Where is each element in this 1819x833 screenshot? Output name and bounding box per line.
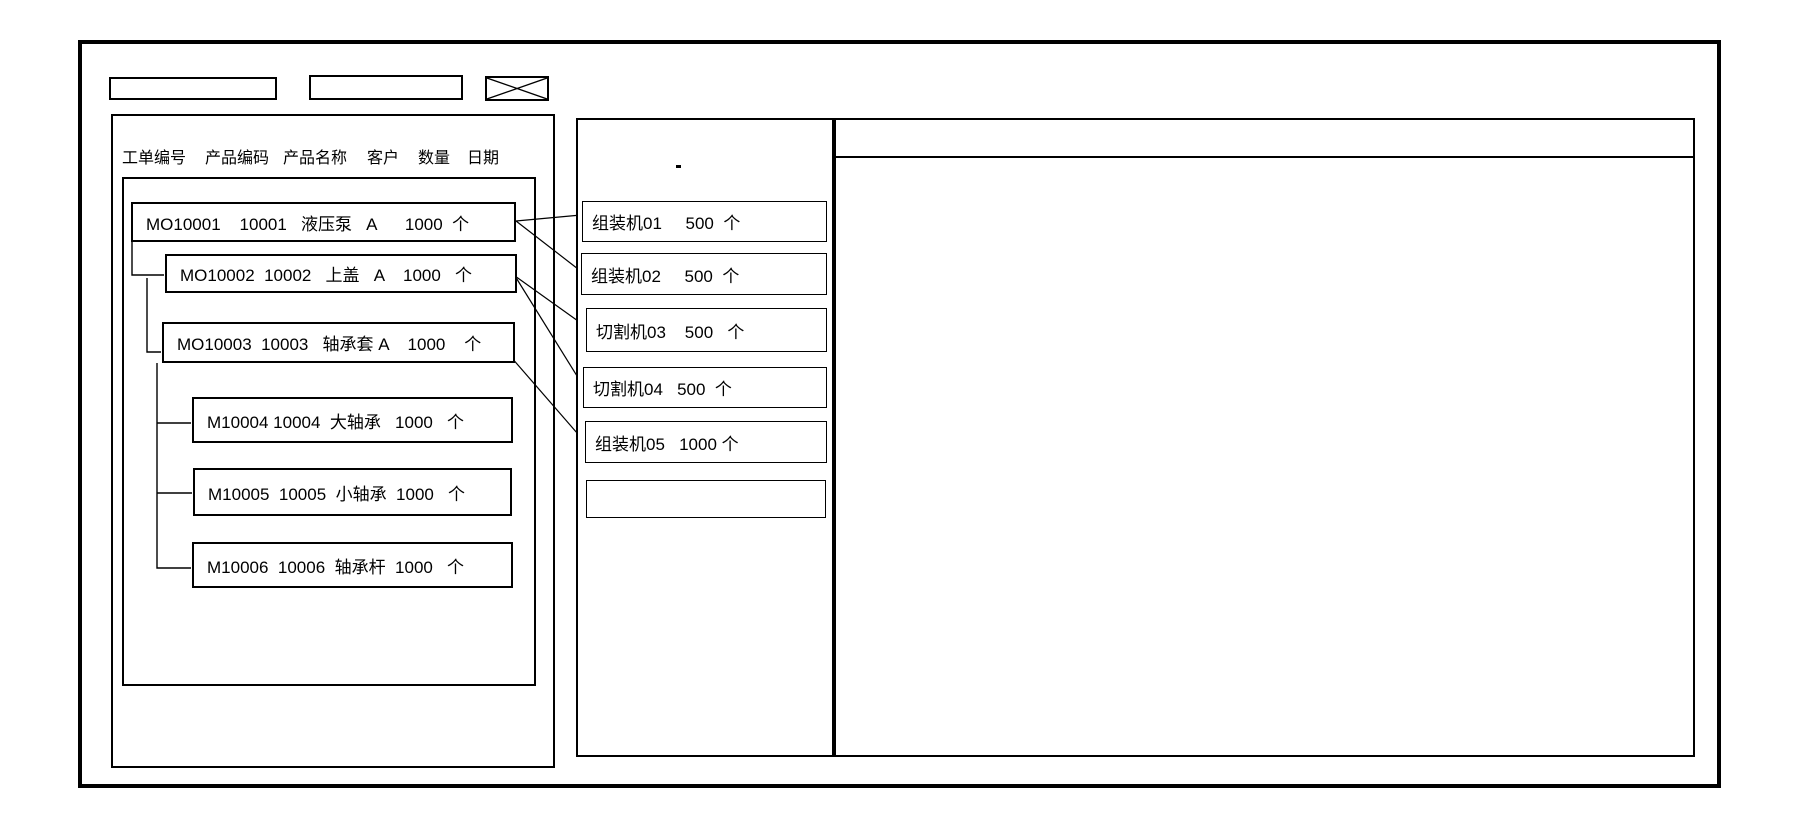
machine-row-zuzhuangji02[interactable]: 组装机02 500 个 <box>581 253 827 295</box>
column-header-date: 日期 <box>467 150 500 167</box>
work-order-label: MO10003 10003 轴承套 A 1000 个 <box>177 335 482 354</box>
image-placeholder-x-icon[interactable] <box>485 76 549 101</box>
machine-label: 切割机04 500 个 <box>593 380 732 399</box>
work-order-label: MO10001 10001 液压泵 A 1000 个 <box>146 214 470 234</box>
work-order-node-m10006[interactable]: M10006 10006 轴承杆 1000 个 <box>192 542 513 588</box>
toolbar-input-placeholder-2[interactable] <box>309 75 463 100</box>
column-header-product-name: 产品名称 <box>283 150 348 167</box>
machine-label: 组装机01 500 个 <box>592 214 741 233</box>
machine-row-qiegeji03[interactable]: 切割机03 500 个 <box>586 308 827 352</box>
machine-row-zuzhuangji01[interactable]: 组装机01 500 个 <box>582 201 827 242</box>
work-order-label: M10005 10005 小轴承 1000 个 <box>208 484 466 504</box>
work-order-label: MO10002 10002 上盖 A 1000 个 <box>180 266 472 285</box>
work-order-node-m10005[interactable]: M10005 10005 小轴承 1000 个 <box>193 468 512 516</box>
machine-row-empty[interactable] <box>586 480 826 518</box>
work-order-node-mo10001[interactable]: MO10001 10001 液压泵 A 1000 个 <box>131 202 516 242</box>
work-order-node-mo10002[interactable]: MO10002 10002 上盖 A 1000 个 <box>165 254 517 293</box>
column-header-customer: 客户 <box>367 150 400 167</box>
work-order-node-mo10003[interactable]: MO10003 10003 轴承套 A 1000 个 <box>162 322 515 363</box>
machine-row-zuzhuangji05[interactable]: 组装机05 1000 个 <box>585 421 827 463</box>
stray-dot-mark <box>676 165 681 168</box>
x-icon <box>486 77 548 100</box>
work-order-label: M10004 10004 大轴承 1000 个 <box>207 412 465 432</box>
column-header-quantity: 数量 <box>418 150 451 167</box>
machine-label: 组装机02 500 个 <box>591 266 740 286</box>
work-order-node-m10004[interactable]: M10004 10004 大轴承 1000 个 <box>192 397 513 443</box>
machine-label: 组装机05 1000 个 <box>595 434 739 454</box>
toolbar-input-placeholder-1[interactable] <box>109 77 277 100</box>
detail-panel-header-divider <box>836 156 1693 158</box>
column-header-order-no: 工单编号 <box>122 150 187 167</box>
work-order-label: M10006 10006 轴承杆 1000 个 <box>207 557 465 577</box>
machine-row-qiegeji04[interactable]: 切割机04 500 个 <box>583 367 827 408</box>
column-header-product-code: 产品编码 <box>205 150 270 167</box>
detail-panel <box>834 118 1695 757</box>
machine-label: 切割机03 500 个 <box>596 322 745 342</box>
